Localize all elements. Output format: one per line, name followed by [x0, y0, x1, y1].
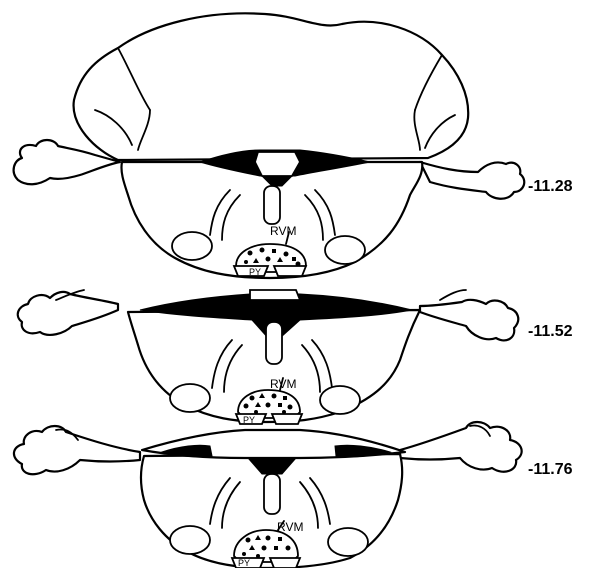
flocculus-left	[18, 292, 118, 335]
fourth-ventricle	[264, 186, 280, 224]
section-2: RVM PY -11.52	[18, 290, 573, 425]
rvm-label: RVM	[277, 520, 303, 534]
rvm-label: RVM	[270, 377, 296, 391]
level-label: -11.52	[528, 323, 573, 340]
py-label: PY	[238, 558, 250, 568]
py-label: PY	[249, 267, 261, 277]
fourth-ventricle	[264, 474, 280, 514]
flocculus-right	[400, 422, 522, 472]
section-3: RVM PY -11.76	[14, 422, 573, 568]
flocculus-right	[420, 300, 518, 341]
level-label: -11.28	[528, 178, 573, 195]
level-label: -11.76	[528, 461, 573, 478]
section-1: RVM PY -11.28	[14, 13, 573, 278]
fourth-ventricle	[266, 322, 282, 364]
rvm-label: RVM	[270, 224, 296, 238]
flocculus-left	[14, 426, 140, 474]
py-label: PY	[243, 415, 255, 425]
flocculus-right	[420, 162, 524, 199]
cerebellum-outline	[74, 13, 469, 160]
